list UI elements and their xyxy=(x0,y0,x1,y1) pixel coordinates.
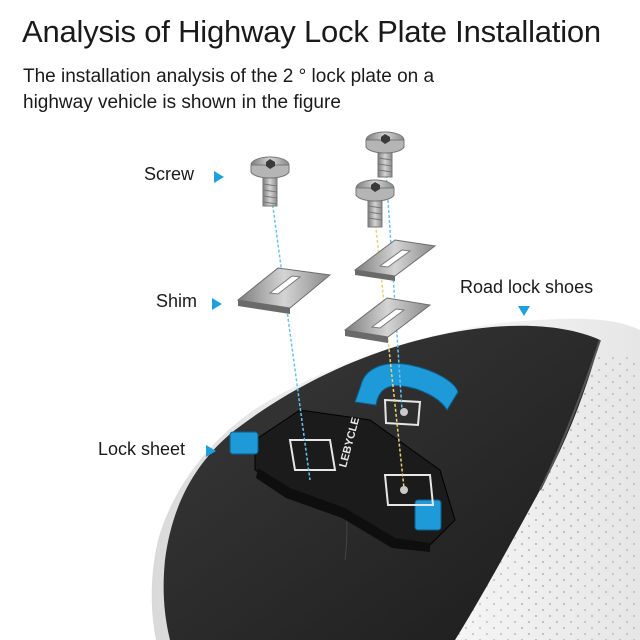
page-title: Analysis of Highway Lock Plate Installat… xyxy=(22,14,601,49)
label-lock-sheet: Lock sheet xyxy=(98,439,186,459)
label-road-lock-shoes: Road lock shoes xyxy=(460,277,594,297)
arrow-right-icon xyxy=(214,171,224,183)
screw-right-bottom xyxy=(355,179,395,228)
screw-right-top xyxy=(365,131,405,178)
screw-left xyxy=(250,156,290,207)
arrow-right-icon xyxy=(206,445,216,457)
shim-right-top xyxy=(353,239,437,281)
arrow-down-icon xyxy=(518,306,530,316)
arrow-right-icon xyxy=(212,298,222,310)
label-shim: Shim xyxy=(156,291,198,311)
page-subtitle: The installation analysis of the 2 ° loc… xyxy=(23,66,435,113)
label-screw: Screw xyxy=(144,164,195,184)
shim-left xyxy=(236,267,332,314)
shim-right-bottom xyxy=(343,297,432,343)
